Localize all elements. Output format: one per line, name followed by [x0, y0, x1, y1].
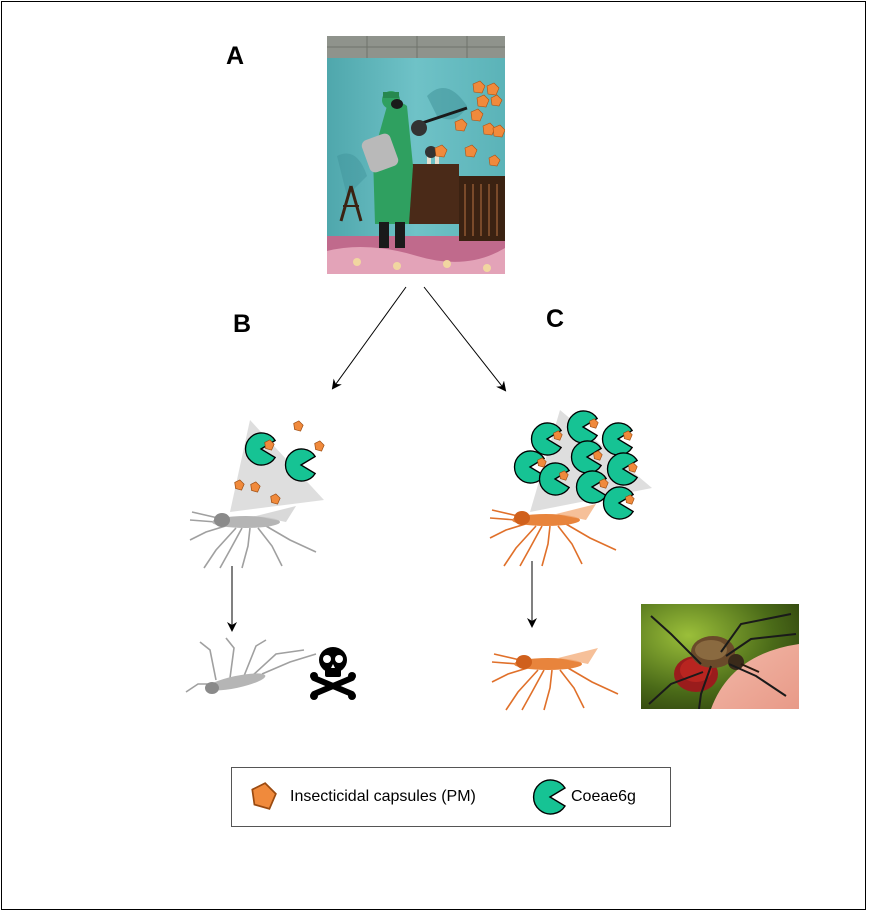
legend-label-enzyme: Coeae6g [571, 788, 636, 805]
arrow-to-b [331, 286, 407, 390]
panel-label-b: B [233, 310, 252, 338]
legend-label-capsule: Insecticidal capsules (PM) [290, 788, 476, 805]
arrow-to-c [423, 286, 507, 392]
spraying-photo [327, 36, 505, 274]
skull-crossbones-icon [310, 647, 356, 700]
capsule-b-3 [314, 440, 325, 452]
enzyme-legend-icon [532, 779, 566, 815]
surviving-mosquito [491, 647, 619, 711]
biting-mosquito-photo [641, 604, 799, 709]
susceptible-mosquito [189, 505, 317, 569]
panel-label-a: A [226, 42, 245, 70]
dead-mosquito [185, 637, 317, 694]
resistant-mosquito [489, 503, 617, 567]
legend: Insecticidal capsules (PM) Coeae6g [231, 767, 671, 827]
capsule-legend-icon [251, 782, 277, 810]
capsule-b-2 [293, 420, 304, 432]
panel-label-c: C [546, 305, 565, 333]
enzyme-b-2 [284, 448, 316, 482]
